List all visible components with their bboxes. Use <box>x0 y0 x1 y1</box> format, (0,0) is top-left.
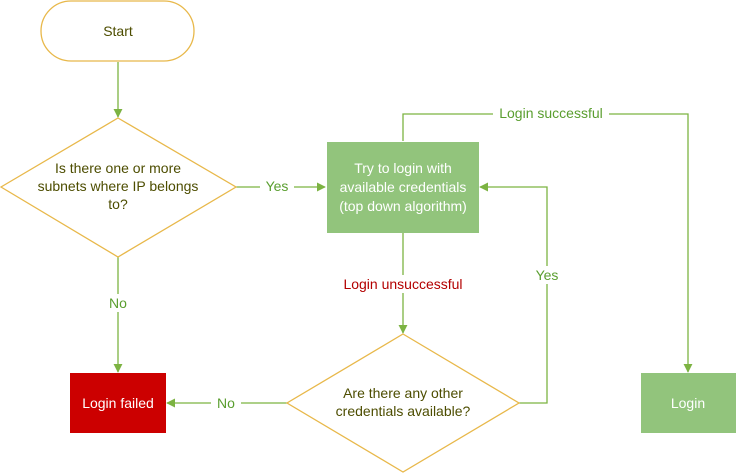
edge-label-login-unsuccessful: Login unsuccessful <box>343 276 462 292</box>
edge-label-yes-2: Yes <box>536 267 559 283</box>
login-failed-box <box>70 373 166 433</box>
login-failed-label: Login failed <box>82 395 154 411</box>
decision-subnet-line-3: to? <box>108 196 128 212</box>
decision-subnet-line-1: Is there one or more <box>55 160 181 176</box>
process-login-line-1: Try to login with <box>354 160 452 176</box>
decision-credentials-line-1: Are there any other <box>343 385 463 401</box>
login-box <box>641 373 736 433</box>
edge-label-login-successful: Login successful <box>499 105 603 121</box>
edge-label-no-1: No <box>109 295 127 311</box>
decision-credentials <box>285 333 521 473</box>
start-terminator <box>40 0 195 62</box>
process-login-line-2: available credentials <box>340 179 467 195</box>
login-label: Login <box>671 395 705 411</box>
edge-credentials-to-process <box>479 182 548 404</box>
start-label: Start <box>103 23 133 39</box>
decision-credentials-line-2: credentials available? <box>336 403 471 419</box>
edge-label-no-2: No <box>217 395 235 411</box>
decision-subnet-line-2: subnets where IP belongs <box>38 178 199 194</box>
decision-subnet <box>0 117 238 258</box>
process-login-line-3: (top down algorithm) <box>339 198 467 214</box>
edge-label-yes-1: Yes <box>266 178 289 194</box>
process-login-attempt <box>327 142 479 233</box>
